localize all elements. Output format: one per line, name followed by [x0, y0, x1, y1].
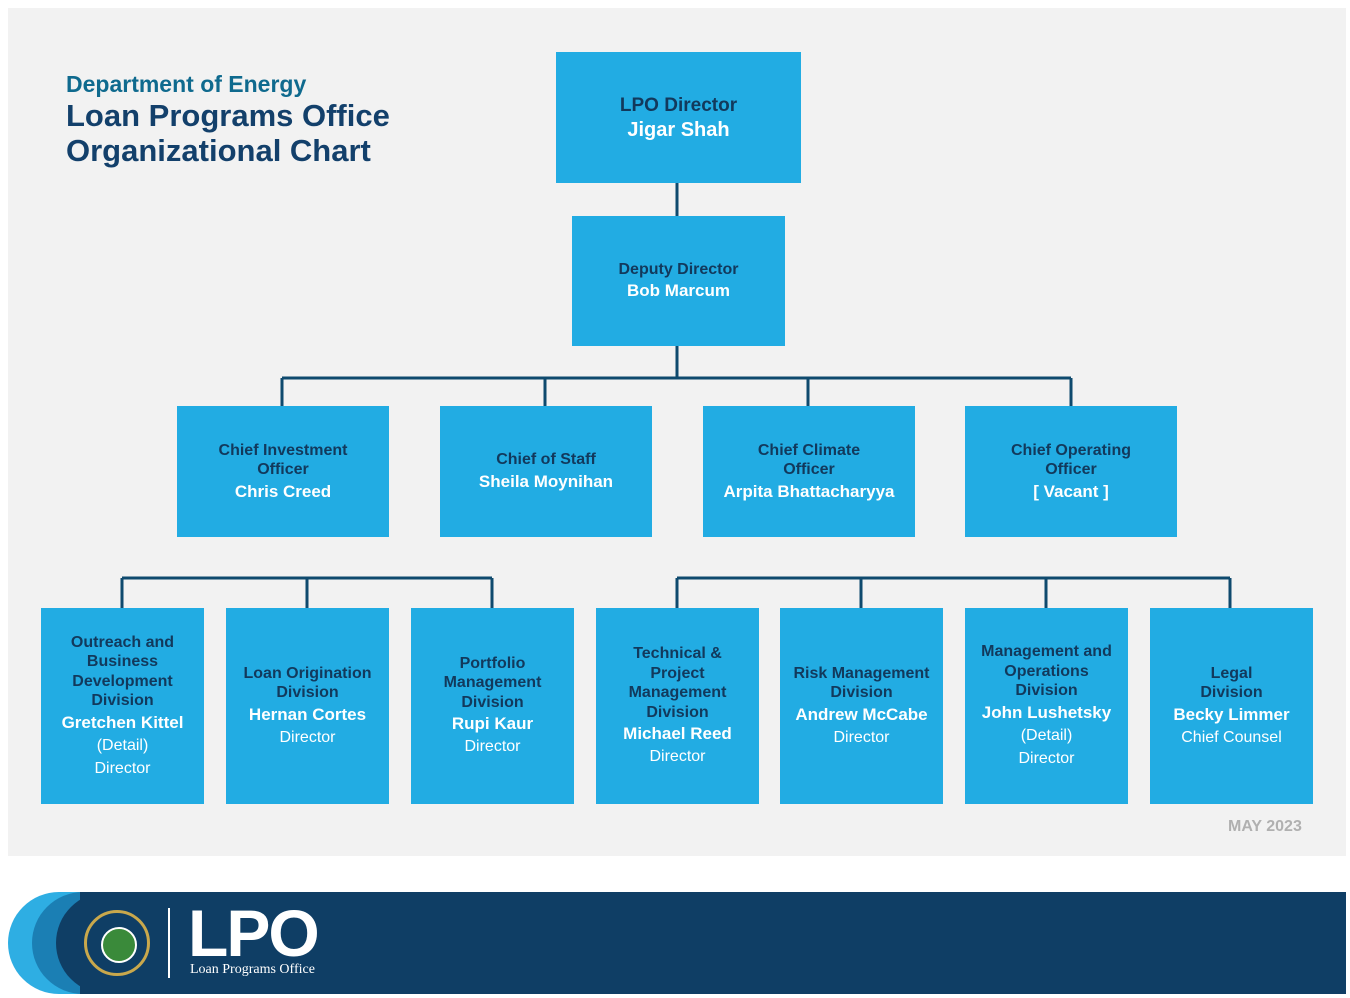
chart-header: Department of Energy Loan Programs Offic…	[66, 70, 390, 168]
box-role: Director	[94, 759, 151, 777]
box-name: Bob Marcum	[627, 281, 730, 301]
box-title: Deputy Director	[618, 260, 739, 278]
box-title: Chief Investment Officer	[218, 441, 348, 479]
box-note: (Detail)	[1020, 726, 1073, 744]
box-outreach-division: Outreach and Business Development Divisi…	[41, 608, 204, 804]
box-name: Jigar Shah	[627, 118, 730, 141]
box-title: Risk Management Division	[793, 664, 930, 702]
box-technical-project-management-division: Technical & Project Management Division …	[596, 608, 759, 804]
box-role: Director	[833, 728, 890, 746]
box-name: Arpita Bhattacharyya	[723, 481, 895, 501]
box-name: John Lushetsky	[981, 702, 1112, 722]
chart-title-line1: Loan Programs Office	[66, 98, 390, 133]
box-title: Outreach and Business Development Divisi…	[70, 633, 175, 710]
box-management-operations-division: Management and Operations Division John …	[965, 608, 1128, 804]
box-note: (Detail)	[96, 736, 149, 754]
box-title: Chief Climate Officer	[757, 441, 861, 479]
box-chief-climate-officer: Chief Climate Officer Arpita Bhattachary…	[703, 406, 915, 537]
department-label: Department of Energy	[66, 71, 307, 97]
box-title: Legal Division	[1200, 664, 1263, 702]
box-name: Rupi Kaur	[451, 714, 534, 734]
box-risk-management-division: Risk Management Division Andrew McCabe D…	[780, 608, 943, 804]
box-chief-operating-officer: Chief Operating Officer [ Vacant ]	[965, 406, 1177, 537]
box-portfolio-management-division: Portfolio Management Division Rupi Kaur …	[411, 608, 574, 804]
box-chief-of-staff: Chief of Staff Sheila Moynihan	[440, 406, 652, 537]
box-name: Chris Creed	[234, 481, 332, 501]
box-title: Chief of Staff	[496, 451, 596, 469]
box-title: Portfolio Management Division	[443, 654, 542, 711]
footer-banner	[80, 892, 1346, 994]
box-role: Director	[464, 738, 521, 756]
box-title: Loan Origination Division	[243, 664, 372, 702]
box-title: Chief Operating Officer	[1010, 441, 1131, 479]
box-title: LPO Director	[619, 94, 738, 116]
box-deputy-director: Deputy Director Bob Marcum	[572, 216, 785, 346]
box-name: [ Vacant ]	[1033, 481, 1109, 501]
box-title: Technical & Project Management Division	[628, 645, 727, 721]
box-name: Michael Reed	[623, 724, 732, 743]
box-chief-investment-officer: Chief Investment Officer Chris Creed	[177, 406, 389, 537]
box-name: Andrew McCabe	[795, 704, 928, 724]
lpo-logo: LPO	[188, 896, 320, 970]
box-role: Director	[1018, 749, 1075, 767]
box-loan-origination-division: Loan Origination Division Hernan Cortes …	[226, 608, 389, 804]
box-name: Sheila Moynihan	[478, 471, 614, 491]
box-name: Gretchen Kittel	[61, 712, 184, 732]
lpo-logo-subtitle: Loan Programs Office	[190, 962, 315, 977]
box-name: Hernan Cortes	[248, 704, 367, 724]
box-legal-division: Legal Division Becky Limmer Chief Counse…	[1150, 608, 1313, 804]
box-role: Director	[279, 728, 336, 746]
box-role: Director	[649, 748, 706, 765]
chart-title-line2: Organizational Chart	[66, 133, 371, 168]
chart-date: MAY 2023	[1228, 818, 1302, 835]
box-lpo-director: LPO Director Jigar Shah	[556, 52, 801, 183]
box-name: Becky Limmer	[1173, 704, 1290, 724]
doe-seal-icon	[84, 910, 150, 976]
box-role: Chief Counsel	[1181, 728, 1282, 746]
box-title: Management and Operations Division	[981, 643, 1112, 700]
footer-divider	[168, 908, 170, 978]
